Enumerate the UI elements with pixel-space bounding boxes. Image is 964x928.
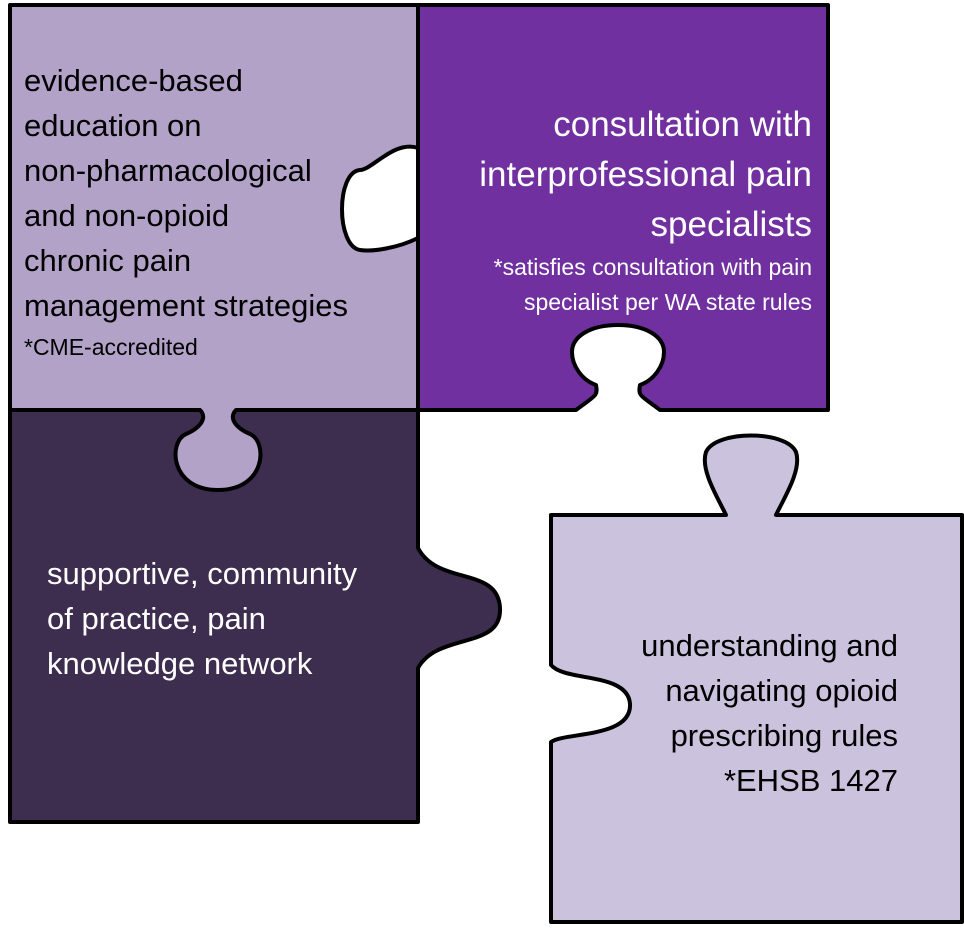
text-line: of practice, pain xyxy=(47,601,266,636)
text-line: interprofessional pain xyxy=(479,155,812,194)
note-text: specialist per WA state rules xyxy=(523,289,812,315)
note-text: *CME-accredited xyxy=(24,334,198,360)
text-line: understanding and xyxy=(641,628,898,663)
text-line: *EHSB 1427 xyxy=(723,763,898,798)
text-line: education on xyxy=(24,108,202,143)
puzzle-piece-bottom-left xyxy=(8,408,503,824)
text-line: evidence-based xyxy=(24,63,243,98)
text-line: chronic pain xyxy=(24,243,192,278)
text-line: navigating opioid xyxy=(665,673,898,708)
text-line: specialists xyxy=(650,205,812,244)
bottom-right-text: understanding and navigating opioid pres… xyxy=(568,623,898,803)
bottom-left-text: supportive, community of practice, pain … xyxy=(47,551,427,686)
text-line: and non-opioid xyxy=(24,198,230,233)
puzzle-piece-bottom-right xyxy=(549,433,964,924)
note-text: *satisfies consultation with pain xyxy=(493,254,812,280)
text-line: knowledge network xyxy=(47,646,313,681)
text-line: non-pharmacological xyxy=(24,153,312,188)
top-right-text: consultation with interprofessional pain… xyxy=(412,100,812,320)
text-line: supportive, community xyxy=(47,556,358,591)
top-left-text: evidence-based education on non-pharmaco… xyxy=(24,58,404,366)
text-line: prescribing rules xyxy=(670,718,898,753)
puzzle-piece-top-right xyxy=(416,3,830,412)
text-line: management strategies xyxy=(24,288,348,323)
text-line: consultation with xyxy=(553,105,812,144)
puzzle-piece-top-left xyxy=(8,3,420,492)
